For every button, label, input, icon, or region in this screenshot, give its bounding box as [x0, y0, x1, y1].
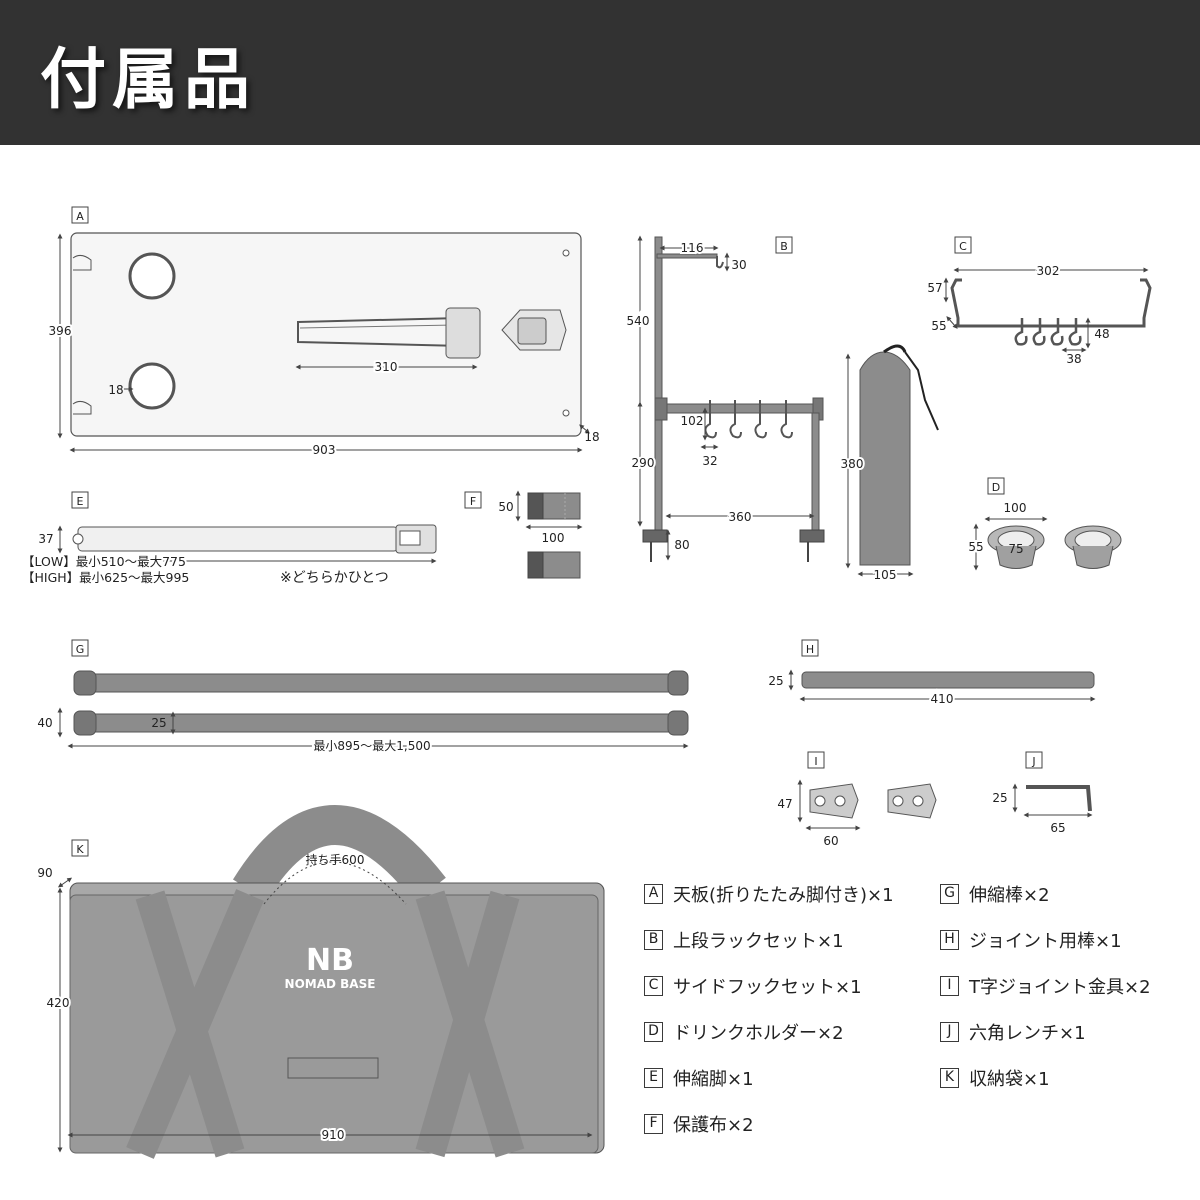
dim-b-clamp: 80: [674, 538, 689, 552]
dim-e-low: 【LOW】最小510〜最大775: [22, 554, 186, 569]
note-e-either: ※どちらかひとつ: [280, 570, 389, 586]
dim-k-height: 420: [47, 996, 70, 1010]
dim-c-depth: 55: [931, 319, 946, 333]
part-letter-boxes: A B C D E F G H I J K: [71, 206, 1043, 857]
dim-b-hook-drop: 102: [681, 414, 704, 428]
dim-a-hole: 18: [108, 383, 123, 397]
page-header: 付属品: [0, 0, 1200, 145]
part-h-joint-bar: [788, 669, 1096, 702]
dim-a-height: 396: [49, 324, 72, 338]
accessories-diagram: A B C D E F G H I J K 396 310 18 903 18 …: [20, 206, 1152, 1159]
part-g-telescopic-bars: [57, 670, 689, 749]
part-d-drink-holders: [973, 516, 1122, 571]
dim-d-height: 55: [968, 540, 983, 554]
brand-name: NOMAD BASE: [285, 977, 376, 991]
dim-k-depth: 90: [37, 866, 52, 880]
dimension-labels: 396 310 18 903 18 116 30 540 102 32 290 …: [20, 239, 1110, 1144]
letter-d: D: [992, 481, 1000, 494]
part-b-bag: [845, 344, 939, 577]
letter-c: C: [959, 240, 967, 253]
dim-f-width: 100: [542, 531, 565, 545]
dim-b-width: 360: [729, 510, 752, 524]
dim-k-handle: 持ち手600: [306, 852, 365, 867]
part-b-upper-rack: [637, 235, 825, 562]
dim-i-height: 47: [777, 797, 792, 811]
dim-k-width: 910: [322, 1128, 345, 1142]
nomad-base-logo: NB NOMAD BASE: [285, 943, 376, 991]
dim-j-width: 65: [1050, 821, 1065, 835]
dim-e-high: 【HIGH】最小625〜最大995: [22, 570, 189, 585]
brand-mark: NB: [306, 943, 354, 978]
dim-g-length: 最小895〜最大1,500: [313, 739, 430, 753]
letter-j: J: [1031, 755, 1035, 768]
part-j-hex-wrench: [1012, 783, 1093, 818]
dim-d-inner: 75: [1008, 542, 1023, 556]
letter-f: F: [470, 495, 476, 508]
dim-bag-width: 105: [874, 568, 897, 582]
dim-j-height: 25: [992, 791, 1007, 805]
dim-a-width: 903: [313, 443, 336, 457]
dim-b-hook-width: 32: [702, 454, 717, 468]
part-i-t-joints: [797, 779, 937, 831]
dim-a-handle: 310: [375, 360, 398, 374]
dim-c-width: 302: [1037, 264, 1060, 278]
letter-h: H: [806, 643, 814, 656]
dim-d-outer: 100: [1004, 501, 1027, 515]
part-k-storage-bag: [57, 805, 605, 1159]
dim-i-width: 60: [823, 834, 838, 848]
dim-g-diameter: 25: [151, 716, 166, 730]
dim-b-total-height: 540: [627, 314, 650, 328]
part-c-side-hook: [943, 267, 1152, 353]
dim-h-diameter: 25: [768, 674, 783, 688]
part-a-tabletop: [57, 232, 590, 453]
dim-a-thickness: 18: [584, 430, 599, 444]
letter-g: G: [76, 643, 85, 656]
dim-b-lower-height: 290: [632, 456, 655, 470]
dim-g-cap: 40: [37, 716, 52, 730]
letter-k: K: [76, 843, 84, 856]
dim-e-diameter: 37: [38, 532, 53, 546]
dim-f-height: 50: [498, 500, 513, 514]
letter-b: B: [780, 240, 788, 253]
part-f-protective-cloth: [515, 490, 583, 579]
dim-b-top-arm: 116: [681, 241, 704, 255]
letter-i: I: [814, 755, 817, 768]
letter-e: E: [77, 495, 84, 508]
page-title: 付属品: [40, 41, 256, 118]
dim-b-hook: 30: [731, 258, 746, 272]
part-e-telescopic-leg: [57, 524, 437, 564]
letter-a: A: [76, 210, 84, 223]
dim-c-hook-width: 38: [1066, 352, 1081, 366]
dim-c-hook-height: 48: [1094, 327, 1109, 341]
dim-c-height: 57: [927, 281, 942, 295]
dim-bag-height: 380: [841, 457, 864, 471]
dim-h-length: 410: [931, 692, 954, 706]
